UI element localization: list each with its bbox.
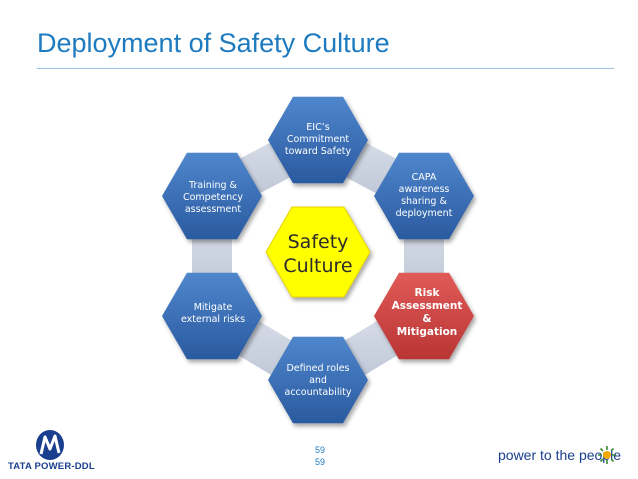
tata-power-logo	[36, 430, 64, 460]
slide-number-line: 59	[314, 445, 325, 455]
hexagon-top-left	[162, 152, 262, 240]
hex-text-line: Assessment	[391, 300, 463, 312]
hex-text-line: deployment	[395, 208, 453, 219]
center-text-line: Safety	[287, 231, 349, 253]
sun-swirl-icon	[598, 446, 616, 464]
hex-text-line: Risk	[414, 287, 440, 299]
hex-text-line: Mitigation	[396, 326, 458, 338]
hexagon-bottom-right	[374, 272, 474, 360]
hex-bottom-label: Defined roles and accountability	[268, 359, 368, 403]
hex-text-line: EIC’s	[306, 122, 330, 133]
hex-text-line: CAPA	[411, 172, 437, 183]
logo-text: TATA POWER-DDL	[8, 461, 95, 472]
tagline: power to the people	[498, 447, 621, 463]
center-hexagon	[265, 206, 371, 298]
center-hex-label: Safety Culture	[268, 228, 368, 280]
hex-text-line: sharing &	[401, 196, 447, 207]
hex-text-line: awareness	[398, 184, 450, 195]
hex-bottom-right-label: Risk Assessment & Mitigation	[379, 284, 475, 342]
hex-text-line: Mitigate	[193, 302, 233, 313]
hex-top-left-label: Training & Competency assessment	[165, 176, 261, 220]
center-text-line: Culture	[283, 255, 353, 277]
hex-top-label: EIC’s Commitment toward Safety	[273, 118, 363, 162]
hex-text-line: Defined roles	[286, 363, 350, 374]
hexagon-bottom-left	[162, 272, 262, 360]
slide-title: Deployment of Safety Culture	[37, 28, 390, 58]
hex-bottom-left-label: Mitigate external risks	[163, 299, 263, 329]
slide-number-line: 59	[314, 457, 325, 467]
hexagon-top-right	[374, 152, 474, 240]
hex-top-right-label: CAPA awareness sharing & deployment	[379, 167, 469, 225]
hex-text-line: Competency	[182, 192, 243, 203]
title-divider	[37, 68, 614, 69]
hexagon-bottom	[268, 336, 368, 424]
hex-text-line: toward Safety	[284, 146, 352, 157]
hexagon-top	[268, 96, 368, 184]
slide-number: 59 59	[300, 444, 340, 468]
hex-text-line: and	[309, 375, 327, 386]
hex-text-line: external risks	[180, 314, 246, 325]
hex-text-line: accountability	[284, 387, 352, 398]
hex-text-line: Training &	[189, 180, 237, 191]
hex-text-line: &	[422, 313, 432, 325]
hex-text-line: Commitment	[286, 134, 350, 145]
hex-text-line: assessment	[184, 204, 242, 215]
